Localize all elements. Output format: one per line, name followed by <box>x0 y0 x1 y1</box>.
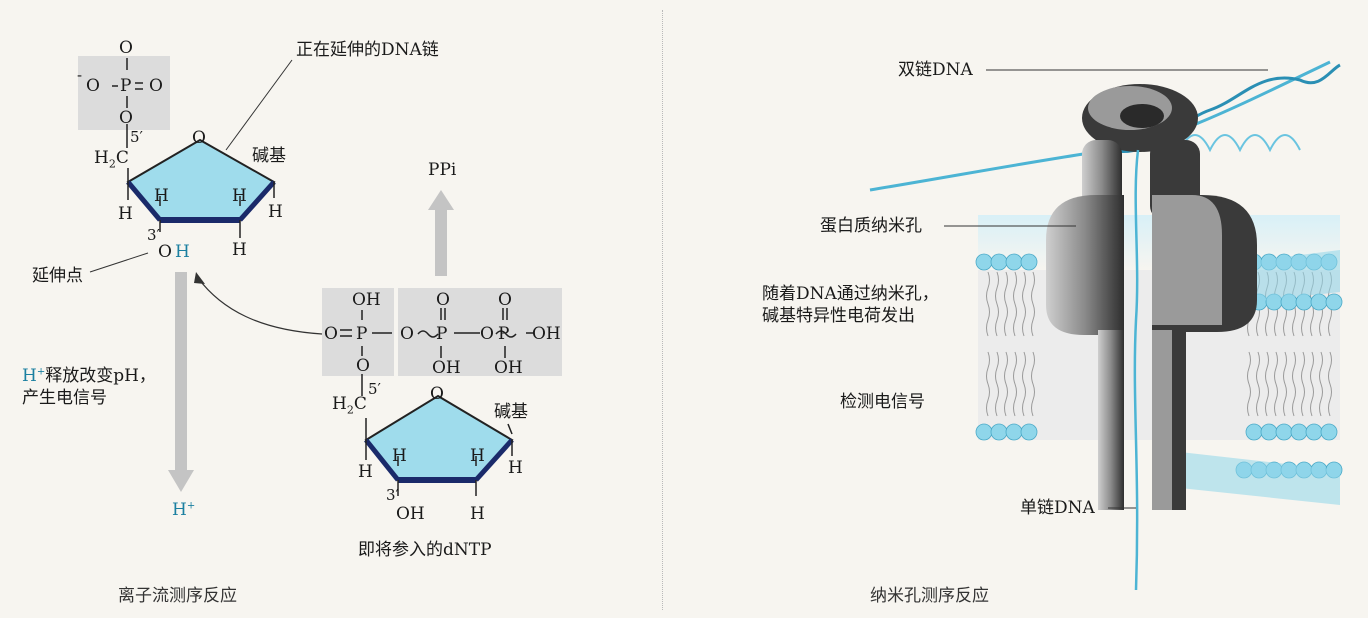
strand-label: 正在延伸的DNA链 <box>296 40 439 60</box>
lipid-head-top <box>1325 293 1343 311</box>
lipid-head-bottom <box>1305 423 1323 441</box>
dsdna-label: 双链DNA <box>898 60 973 80</box>
dntp-oh-gamma-bottom: OH <box>494 358 523 378</box>
prime3-top: 3′ <box>147 226 160 244</box>
left-caption: 离子流测序反应 <box>118 586 237 606</box>
ring-o-top: O <box>192 128 206 148</box>
nanopore-diagram <box>869 60 1343 591</box>
prime5-bottom: 5′ <box>368 380 381 398</box>
ion-torrent-diagram <box>78 56 562 496</box>
lipid-tail <box>1013 271 1017 417</box>
signal-line1: 随着DNA通过纳米孔， <box>762 284 939 304</box>
chem-h-c4-bottom: H <box>358 462 373 482</box>
ssdna-label: 单链DNA <box>1020 498 1095 518</box>
chem-h-c2-in-bottom: H <box>470 446 485 466</box>
detect-label: 检测电信号 <box>840 392 925 412</box>
h-plus-bottom: H+ <box>172 500 196 520</box>
lipid-head-bottom <box>1005 423 1023 441</box>
dntp-label: 即将参入的dNTP <box>358 540 492 560</box>
lipid-head-bottom <box>1320 423 1338 441</box>
chem-h-c2-out: H <box>232 240 247 260</box>
chem-o-3prime: O <box>158 242 172 262</box>
ppi-arrow-shaft <box>435 208 447 276</box>
dntp-o-ester: O <box>356 356 370 376</box>
lipid-head-bottom <box>1290 423 1308 441</box>
phosphate-box-top <box>78 56 170 130</box>
lipid-head-top <box>990 253 1008 271</box>
signal-line2: 碱基特异性电荷发出 <box>762 306 915 326</box>
lipid-tail <box>1031 271 1035 417</box>
dntp-oh-alpha-top: OH <box>352 290 381 310</box>
base-label-bottom: 碱基 <box>494 402 528 422</box>
dntp-p-beta: P <box>436 324 448 344</box>
panel-divider <box>662 10 663 610</box>
chem-h-c3-in-bottom: H <box>392 446 407 466</box>
chem-o-minus: O <box>86 76 100 96</box>
dntp-oh-beta-bottom: OH <box>432 358 461 378</box>
prime3-bottom: 3′ <box>386 486 399 504</box>
chem-o-top: O <box>119 38 133 58</box>
chem-h2c-top: H2C <box>94 148 129 171</box>
nanopore-label: 蛋白质纳米孔 <box>820 216 922 236</box>
lipid-head-bottom <box>975 423 993 441</box>
right-caption: 纳米孔测序反应 <box>870 586 989 606</box>
chem-h-c2-out-bottom: H <box>470 504 485 524</box>
dntp-p-gamma: P <box>498 324 510 344</box>
dntp-o-bridge2: O <box>480 324 494 344</box>
lipid-tail <box>995 271 999 417</box>
dntp-o-beta-top: O <box>436 290 450 310</box>
h-plus-release-line1: H+释放改变pH， <box>22 366 156 386</box>
lipid-tail <box>986 271 990 417</box>
lipid-tail <box>1022 271 1026 417</box>
chem-minus: - <box>77 66 83 84</box>
dntp-p-alpha: P <box>356 324 368 344</box>
lipid-head-top <box>1005 253 1023 271</box>
lipid-head-bottom <box>990 423 1008 441</box>
chem-h-c2-in: H <box>232 186 247 206</box>
chem-o-bridge: O <box>119 108 133 128</box>
extension-point-label: 延伸点 <box>32 266 83 286</box>
chem-h-c3-in: H <box>154 186 169 206</box>
lipid-head-bottom <box>1020 423 1038 441</box>
h-plus-arrow-shaft <box>175 272 187 472</box>
ppi-label: PPi <box>428 160 457 180</box>
chem-h-c1: H <box>268 202 283 222</box>
ring-o-bottom: O <box>430 384 444 404</box>
lipid-head-top <box>1310 293 1328 311</box>
lipid-head-bottom <box>1245 423 1263 441</box>
lipid-head-top <box>975 253 993 271</box>
phosphate-box-alpha <box>322 288 394 376</box>
pore-body-left <box>1046 195 1124 335</box>
chem-h-3prime: H <box>175 242 190 262</box>
chem-h-c4: H <box>118 204 133 224</box>
dntp-o-bridge1: O <box>400 324 414 344</box>
chem-p-top: P <box>120 76 132 96</box>
ssdna-strand <box>1133 149 1140 591</box>
h-plus-release-line2: 产生电信号 <box>22 388 107 408</box>
attack-arrow <box>197 277 323 335</box>
chem-h-c1-bottom: H <box>508 458 523 478</box>
dntp-oh-3prime: OH <box>396 504 425 524</box>
prime5-top: 5′ <box>130 128 143 146</box>
dntp-o-gamma-top: O <box>498 290 512 310</box>
chem-o-double: O <box>149 76 163 96</box>
lipid-tail <box>1004 271 1008 417</box>
ppi-arrow-head <box>428 190 454 210</box>
base-label-top: 碱基 <box>252 146 286 166</box>
h-plus-arrow-head <box>168 470 194 492</box>
dntp-oh-gamma-right: OH <box>532 324 561 344</box>
lipid-head-top <box>1020 253 1038 271</box>
dntp-o-alpha-double: O <box>324 324 338 344</box>
pore-stem-left <box>1098 330 1124 510</box>
lipid-head-bottom <box>1275 423 1293 441</box>
chem-h2c-bottom: H2C <box>332 394 367 417</box>
lipid-head-bottom <box>1260 423 1278 441</box>
